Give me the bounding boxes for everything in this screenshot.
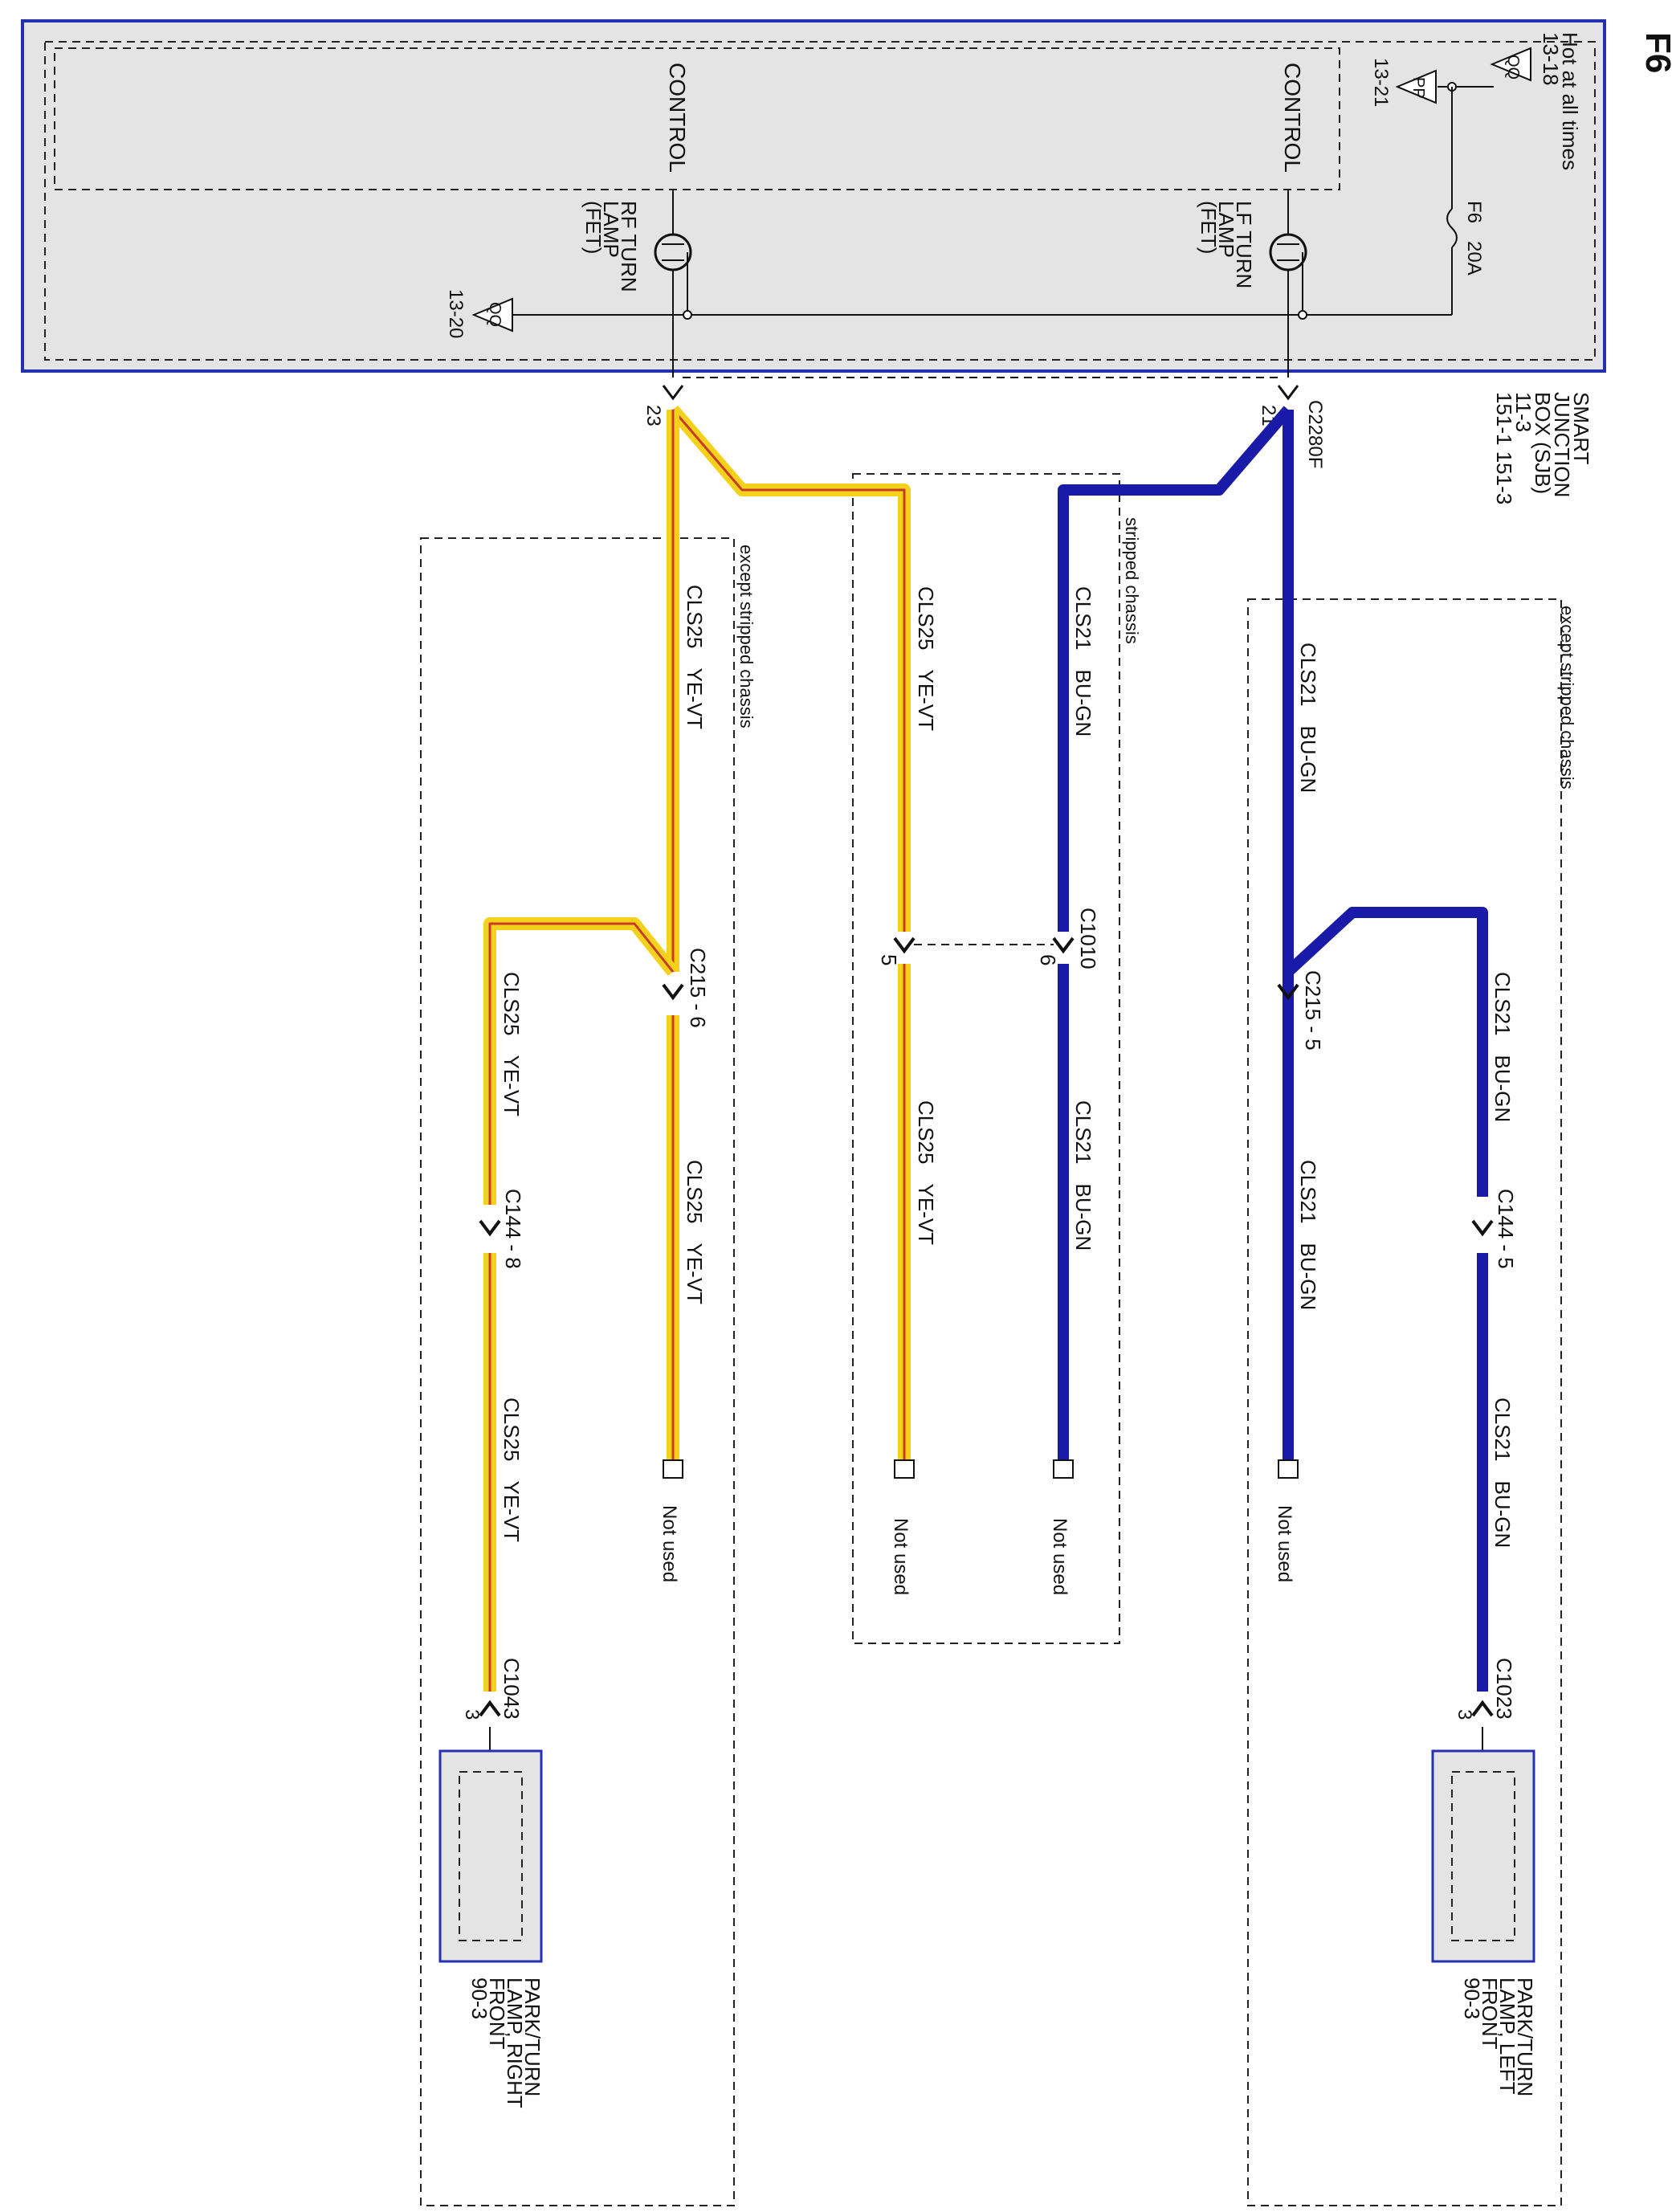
not-used-3: Not used xyxy=(890,1518,911,1595)
svg-text:CLS21BU-GN: CLS21BU-GN xyxy=(1491,972,1515,1122)
svg-text:CLS25YE-VT: CLS25YE-VT xyxy=(500,972,524,1116)
svg-text:CLS25YE-VT: CLS25YE-VT xyxy=(683,585,707,729)
control-label-left: CONTROL xyxy=(1280,63,1305,173)
sjb-name: SMART JUNCTION BOX (SJB) 11-3 151-1 151-… xyxy=(1492,392,1593,504)
svg-text:CLS25YE-VT: CLS25YE-VT xyxy=(914,1100,938,1245)
c1023-label: C1023 xyxy=(1492,1658,1516,1720)
svg-text:CLS21BU-GN: CLS21BU-GN xyxy=(1491,1398,1515,1548)
sjb-inner-dash xyxy=(44,41,1596,361)
pp-triangle xyxy=(1395,69,1437,104)
svg-text:CLS21BU-GN: CLS21BU-GN xyxy=(1296,1160,1320,1310)
svg-text:CLS21BU-GN: CLS21BU-GN xyxy=(1296,643,1320,793)
c1010-label: C1010 xyxy=(1076,908,1100,969)
lamp-left-front xyxy=(1431,1727,1535,1963)
group-except-left-label: except stripped chassis xyxy=(1557,606,1577,790)
svg-text:CLS25YE-VT: CLS25YE-VT xyxy=(683,1160,707,1304)
svg-text:CLS21BU-GN: CLS21BU-GN xyxy=(1071,586,1095,737)
lamp-right-front xyxy=(438,1727,543,1963)
c2280f-left-arrow xyxy=(1277,385,1299,401)
qq-bottom-ref: 13-20 xyxy=(445,289,467,338)
group-except-left xyxy=(1247,598,1562,2206)
c1010-pin-6: 6 xyxy=(1036,954,1060,965)
fuse-id: F6 xyxy=(1463,201,1485,223)
sjb-box xyxy=(21,19,1606,373)
c144-5-label: C144 - 5 xyxy=(1494,1189,1518,1269)
group-except-right-label: except stripped chassis xyxy=(736,545,756,728)
c215-6-label: C215 - 6 xyxy=(686,948,710,1028)
pp-tag: PP xyxy=(1409,77,1427,99)
c1043-label: C1043 xyxy=(500,1658,524,1720)
not-used-2: Not used xyxy=(1049,1518,1070,1595)
qq-top-triangle xyxy=(1490,47,1531,82)
svg-text:CLS21BU-GN: CLS21BU-GN xyxy=(1071,1100,1095,1251)
svg-text:Hot at all times 13-18: Hot at all times 13-18 xyxy=(1539,32,1582,176)
qq-bottom-triangle xyxy=(471,297,513,333)
not-used-terminals xyxy=(663,1459,1299,1479)
svg-text:LF TURN LAMP (FET): LF TURN LAMP (FET) xyxy=(1197,201,1256,295)
control-label-right: CONTROL xyxy=(665,63,690,173)
c215-5-label: C215 - 5 xyxy=(1301,970,1325,1051)
svg-text:PARK/TURN LAMP, LEFT: PARK/TURN LAMP, LEFT FRONT 90-3 xyxy=(1460,1977,1537,2103)
svg-text:PARK/TURN LAMP, RIGHT: PARK/TURN LAMP, RIGHT FRONT 90-3 xyxy=(467,1977,544,2114)
svg-text:CLS25YE-VT: CLS25YE-VT xyxy=(500,1398,524,1542)
c1023-pin: 3 xyxy=(1454,1709,1475,1720)
c2280f-label: C2280F xyxy=(1304,400,1326,468)
group-stripped xyxy=(852,473,1120,1644)
c1010-pin-5: 5 xyxy=(877,954,901,965)
lamp-left-label: PARK/TURN LAMP, LEFT FRONT 90-3 xyxy=(1460,1977,1537,2103)
lf-fet-icon xyxy=(1269,233,1307,271)
blue-wires xyxy=(1058,406,1488,1692)
group-stripped-label: stripped chassis xyxy=(1122,517,1142,644)
c144-8-label: C144 - 8 xyxy=(501,1189,525,1269)
svg-text:SMART JUNCTION BOX: SMART JUNCTION BOX (SJB) 11-3 151-1 151-… xyxy=(1492,392,1593,504)
hot-label: Hot at all times 13-18 xyxy=(1539,32,1582,176)
qq-top-tag: QQ xyxy=(1504,55,1522,80)
c2280f-right-arrow xyxy=(662,385,684,401)
connector-arrows xyxy=(479,937,1494,1717)
fuse-f6-icon xyxy=(1446,208,1458,248)
not-used-1: Not used xyxy=(1274,1505,1295,1582)
lf-fet-label: LF TURN LAMP (FET) xyxy=(1197,201,1256,295)
wire-labels: CLS21BU-GN CLS21BU-GN CLS21BU-GN CLS21BU… xyxy=(500,585,1515,1548)
yellow-wires xyxy=(483,405,911,1692)
pp-ref: 13-21 xyxy=(1370,58,1392,107)
page-label: F6 xyxy=(1638,32,1672,73)
control-dash-box xyxy=(54,47,1340,190)
qq-bottom-tag: QQ xyxy=(486,302,504,327)
rf-fet-icon xyxy=(654,233,692,271)
not-used-4: Not used xyxy=(659,1505,680,1582)
fuse-rating: 20A xyxy=(1463,241,1485,275)
c1043-pin: 3 xyxy=(461,1709,483,1720)
svg-text:CLS25YE-VT: CLS25YE-VT xyxy=(914,586,938,731)
rf-fet-label: RF TURN LAMP (FET) xyxy=(581,201,641,298)
svg-text:RF TURN LAMP (FET): RF TURN LAMP (FET) xyxy=(581,201,641,298)
lamp-right-label: PARK/TURN LAMP, RIGHT FRONT 90-3 xyxy=(467,1977,544,2114)
c2280f-pin-23: 23 xyxy=(642,405,664,426)
group-except-right xyxy=(420,537,735,2206)
